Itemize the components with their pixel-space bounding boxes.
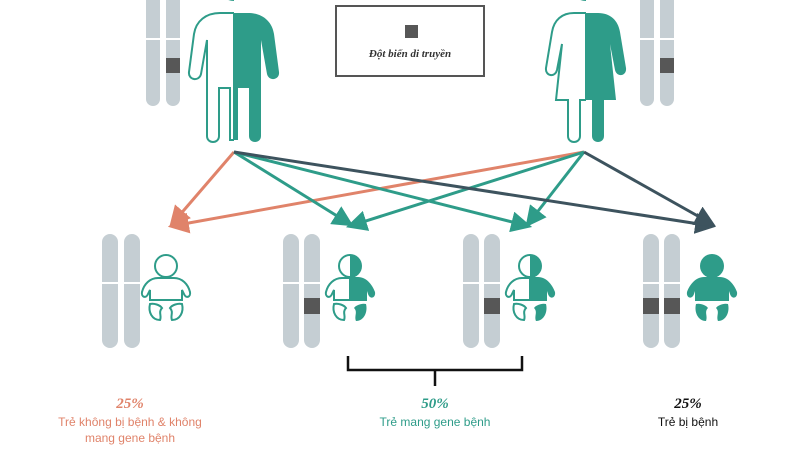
child-4-chromosomes (643, 234, 680, 348)
legend-label: Đột biến di truyền (368, 48, 452, 60)
outcome-1-percent: 25% (116, 396, 144, 412)
father-chromosome-pair (146, 0, 180, 106)
baby-icon (324, 254, 376, 322)
mutation-marker (166, 58, 180, 73)
outcome-1-caption: Trẻ không bị bệnh & không mang gene bệnh (30, 414, 230, 446)
outcome-1-caption-line2: mang gene bệnh (84, 431, 176, 445)
arrow-father-to-child-1 (169, 151, 236, 228)
arrow-father-to-child-2 (233, 150, 354, 227)
child-2-chromosomes (283, 234, 320, 348)
father-icon (187, 0, 280, 143)
carrier-bracket (346, 356, 524, 386)
arrow-father-to-child-4 (233, 150, 717, 234)
mutation-marker (643, 298, 659, 314)
mutation-marker (304, 298, 320, 314)
mother-chromosome-pair (640, 0, 674, 106)
outcome-2-percent: 50% (421, 396, 449, 412)
outcome-3-percent: 25% (674, 396, 702, 412)
child-3-chromosomes (463, 234, 500, 348)
outcome-3-caption: Trẻ bị bệnh (657, 415, 719, 429)
child-1-chromosomes (102, 234, 140, 348)
legend-box: Đột biến di truyền (335, 5, 485, 77)
arrow-father-to-child-3 (233, 150, 533, 233)
outcome-1-caption-line1: Trẻ không bị bệnh & không (58, 415, 202, 429)
mutation-marker (660, 58, 674, 73)
arrow-mother-to-child-4 (583, 150, 716, 227)
mother-icon (544, 0, 627, 143)
mutation-marker (484, 298, 500, 314)
outcome-2-caption: Trẻ mang gene bệnh (379, 415, 491, 429)
mutation-swatch-icon (405, 25, 418, 38)
inheritance-arrows (167, 150, 717, 234)
arrow-mother-to-child-3 (525, 151, 586, 228)
mutation-marker (664, 298, 680, 314)
baby-icon (686, 254, 738, 321)
baby-icon (140, 254, 192, 322)
baby-icon (504, 254, 556, 322)
